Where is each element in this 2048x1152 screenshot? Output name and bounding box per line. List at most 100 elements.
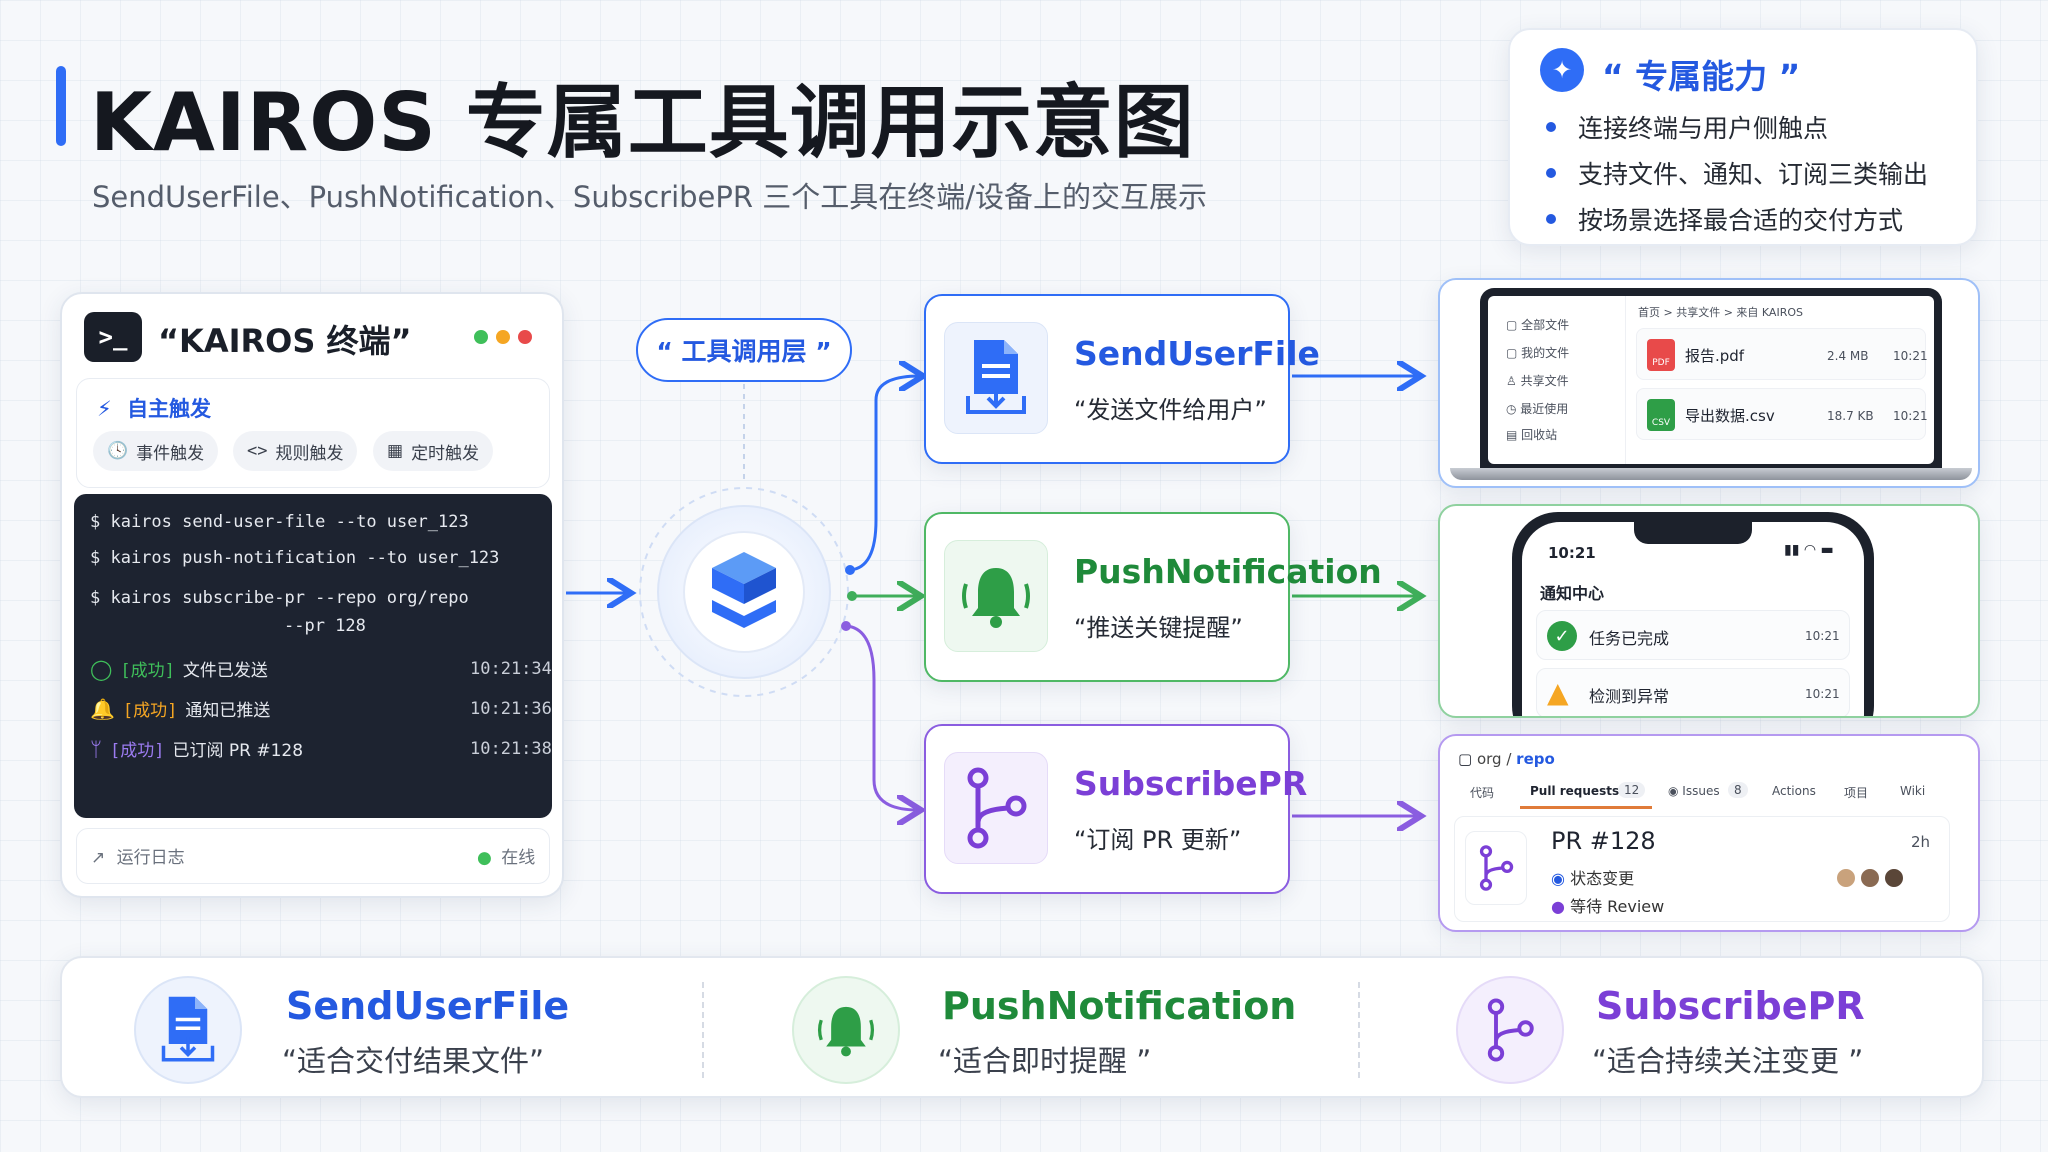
check-circle-icon: ◯ <box>90 656 113 681</box>
sidebar-item-trash[interactable]: ▤ 回收站 <box>1506 428 1558 442</box>
code-icon: <> <box>247 441 268 461</box>
sidebar-item-all[interactable]: ▢ 全部文件 <box>1506 318 1570 332</box>
arrow-hub-to-subscribepr <box>845 624 918 810</box>
file-download-icon <box>944 322 1048 434</box>
command-line: $ kairos send-user-file --to user_123 <box>90 512 469 532</box>
notification-item[interactable]: ▲ 检测到异常 10:21 <box>1536 668 1850 716</box>
clock-icon: 🕓 <box>107 441 129 461</box>
file-download-icon <box>134 976 242 1084</box>
tool-desc: “发送文件给用户” <box>1074 396 1267 424</box>
tool-name: PushNotification <box>1074 552 1382 591</box>
page-subtitle: SendUserFile、PushNotification、SubscribeP… <box>92 180 1208 214</box>
notification-text: 任务已完成 <box>1589 629 1670 648</box>
repo-pr-panel: ▢ org / repo 代码 Pull requests 12 ◉ Issue… <box>1438 734 1980 932</box>
status-dot-icon: ● <box>477 848 492 868</box>
chip-rule-trigger[interactable]: <>规则触发 <box>233 431 358 471</box>
summary-strip: SendUserFile “适合交付结果文件” PushNotification… <box>60 956 1984 1098</box>
issues-count-badge: 8 <box>1728 782 1748 798</box>
tool-card-pushnotification[interactable]: PushNotification “推送关键提醒” <box>924 512 1382 682</box>
file-row[interactable]: PDF 报告.pdf 2.4 MB 10:21 <box>1636 328 1928 380</box>
trigger-title-label: 自主触发 <box>127 397 212 421</box>
tool-card-subscribepr[interactable]: SubscribePR “订阅 PR 更新” <box>924 724 1307 894</box>
window-dot-green <box>474 330 488 344</box>
trend-icon: ↗ <box>91 848 106 868</box>
title-accent-bar <box>56 66 66 146</box>
tab-projects[interactable]: 项目 <box>1844 786 1869 800</box>
divider <box>702 982 704 1078</box>
tab-pull-requests[interactable]: Pull requests <box>1530 784 1620 798</box>
pr-count-badge: 12 <box>1618 782 1646 798</box>
summary-name: PushNotification <box>942 984 1297 1028</box>
lightning-icon: ⚡ <box>97 397 112 421</box>
chip-schedule-trigger[interactable]: ▦定时触发 <box>373 431 494 471</box>
laptop-files-panel: ▢ 全部文件 ▢ 我的文件 ♙ 共享文件 ◷ 最近使用 ▤ 回收站 首页 > 共… <box>1438 278 1980 488</box>
command-line: $ kairos subscribe-pr --repo org/repo <box>90 588 469 608</box>
status-circle-icon: ◉ <box>1551 869 1565 888</box>
laptop-base <box>1450 468 1972 480</box>
tab-issues[interactable]: ◉ Issues <box>1668 784 1720 798</box>
tool-desc: “订阅 PR 更新” <box>1074 826 1242 854</box>
summary-name: SendUserFile <box>286 984 570 1028</box>
summary-desc: “适合交付结果文件” <box>282 1044 545 1078</box>
pr-status-review: ● 等待 Review <box>1551 897 1665 916</box>
ability-item: 连接终端与用户侧触点 <box>1546 106 1928 152</box>
phone-notification-panel: 10:21 ▮▮ ◠ ▬ 通知中心 ✓ 任务已完成 10:21 ▲ 检测到异常 … <box>1438 504 1980 718</box>
summary-desc: “适合持续关注变更 ” <box>1592 1044 1864 1078</box>
notification-text: 检测到异常 <box>1589 687 1670 706</box>
check-icon: ✓ <box>1547 621 1577 651</box>
trigger-title: ⚡ 自主触发 <box>97 393 211 423</box>
terminal-icon: >_ <box>84 312 142 362</box>
window-dot-orange <box>496 330 510 344</box>
tab-wiki[interactable]: Wiki <box>1900 784 1926 798</box>
tool-name: SendUserFile <box>1074 334 1320 373</box>
git-branch-icon <box>944 752 1048 864</box>
chip-event-trigger[interactable]: 🕓事件触发 <box>93 431 219 471</box>
tool-card-senduserfile[interactable]: SendUserFile “发送文件给用户” <box>924 294 1320 464</box>
result-line: ᛘ [成功] 已订阅 PR #128 10:21:38 <box>90 736 552 762</box>
repo-icon: ▢ <box>1458 750 1473 768</box>
divider <box>1358 982 1360 1078</box>
sparkle-icon: ✦ <box>1540 48 1584 92</box>
sidebar-item-recent[interactable]: ◷ 最近使用 <box>1506 402 1569 416</box>
warning-icon: ▲ <box>1547 676 1569 709</box>
avatar <box>1835 867 1857 889</box>
terminal-footer: ↗ 运行日志 ● 在线 <box>76 828 550 884</box>
abilities-list: 连接终端与用户侧触点 支持文件、通知、订阅三类输出 按场景选择最合适的交付方式 <box>1546 106 1928 244</box>
active-tab-underline <box>1520 806 1652 809</box>
file-time: 10:21 <box>1893 409 1928 423</box>
sidebar-item-shared[interactable]: ♙ 共享文件 <box>1506 374 1569 388</box>
file-name: 导出数据.csv <box>1685 407 1775 425</box>
notification-item[interactable]: ✓ 任务已完成 10:21 <box>1536 610 1850 660</box>
trigger-panel: ⚡ 自主触发 🕓事件触发 <>规则触发 ▦定时触发 <box>76 378 550 488</box>
notification-time: 10:21 <box>1805 629 1840 643</box>
abilities-title: “ 专属能力 ” <box>1602 57 1801 96</box>
tool-layer-pill: “ 工具调用层 ” <box>636 318 852 382</box>
file-name: 报告.pdf <box>1685 347 1745 365</box>
breadcrumb: 首页 > 共享文件 > 来自 KAIROS <box>1638 306 1803 319</box>
page-title: KAIROS 专属工具调用示意图 <box>90 76 1195 169</box>
repo-path[interactable]: ▢ org / repo <box>1458 750 1555 768</box>
bell-ring-icon <box>944 540 1048 652</box>
result-line: 🔔 [成功] 通知已推送 10:21:36 <box>90 696 552 722</box>
notification-center-title: 通知中心 <box>1540 584 1605 603</box>
purple-dot-icon: ● <box>1551 897 1565 916</box>
pr-row[interactable]: PR #128 2h ◉ 状态变更 ● 等待 Review <box>1454 816 1950 922</box>
phone-clock: 10:21 <box>1548 544 1596 562</box>
sidebar-item-mine[interactable]: ▢ 我的文件 <box>1506 346 1570 360</box>
csv-file-icon: CSV <box>1647 399 1675 431</box>
tab-code[interactable]: 代码 <box>1470 786 1495 800</box>
file-size: 18.7 KB <box>1827 409 1874 423</box>
tab-actions[interactable]: Actions <box>1772 784 1816 798</box>
file-sidebar: ▢ 全部文件 ▢ 我的文件 ♙ 共享文件 ◷ 最近使用 ▤ 回收站 <box>1488 296 1626 464</box>
kairos-terminal-card: >_ “KAIROS 终端” ⚡ 自主触发 🕓事件触发 <>规则触发 ▦定时触发… <box>60 292 564 898</box>
calendar-icon: ▦ <box>387 441 404 461</box>
tool-name: SubscribePR <box>1074 764 1308 803</box>
pr-status-changed: ◉ 状态变更 <box>1551 869 1635 888</box>
git-branch-icon <box>1456 976 1564 1084</box>
status-icons: ▮▮ ◠ ▬ <box>1784 542 1834 558</box>
bell-icon: 🔔 <box>90 696 115 721</box>
file-row[interactable]: CSV 导出数据.csv 18.7 KB 10:21 <box>1636 388 1928 440</box>
run-log-link[interactable]: ↗ 运行日志 <box>91 848 185 868</box>
reviewer-avatars <box>1835 867 1905 889</box>
